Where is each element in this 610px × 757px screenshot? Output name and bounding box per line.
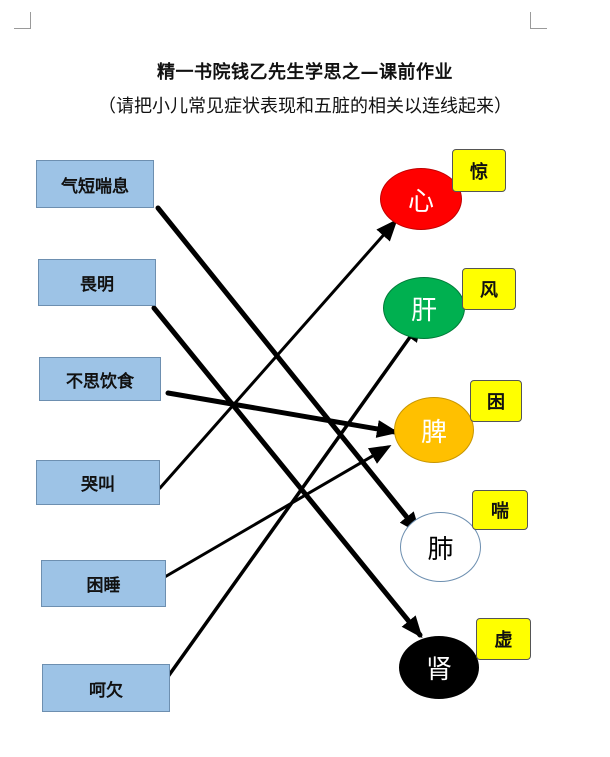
organ-label: 肺 bbox=[427, 534, 454, 565]
symptom-label: 呵欠 bbox=[89, 680, 123, 701]
symptom-label: 困睡 bbox=[86, 576, 121, 596]
organ-circle-heart[interactable]: 心 bbox=[380, 168, 462, 230]
symptom-box-0[interactable]: 气短喘息 bbox=[36, 160, 154, 208]
symptom-box-2[interactable]: 不思饮食 bbox=[39, 357, 161, 401]
organ-tag-0: 惊 bbox=[452, 149, 506, 192]
organ-label: 肝 bbox=[410, 295, 437, 326]
symptom-label: 不思饮食 bbox=[66, 371, 134, 392]
connection-arrow-2-2 bbox=[165, 390, 399, 438]
symptom-box-5[interactable]: 呵欠 bbox=[42, 664, 170, 712]
connection-arrow-4-2 bbox=[161, 444, 392, 580]
organ-tag-4: 虚 bbox=[476, 618, 531, 660]
symptom-label: 畏明 bbox=[80, 275, 114, 295]
organ-label: 心 bbox=[407, 186, 434, 217]
symptom-box-1[interactable]: 畏明 bbox=[38, 259, 156, 306]
symptom-label: 哭叫 bbox=[81, 475, 115, 495]
page-corner-mark-right bbox=[530, 12, 547, 29]
organ-label: 肾 bbox=[425, 655, 452, 685]
page-subtitle: （请把小儿常见症状表现和五脏的相关以连线起来） bbox=[98, 96, 512, 117]
organ-tag-2: 困 bbox=[470, 380, 522, 422]
page-corner-mark-left bbox=[14, 12, 31, 29]
symptom-box-3[interactable]: 哭叫 bbox=[36, 460, 160, 505]
organ-circle-spleen[interactable]: 脾 bbox=[394, 397, 474, 463]
connection-arrow-3-0 bbox=[158, 219, 398, 490]
connection-arrow-1-4 bbox=[151, 305, 423, 639]
organ-tag-3: 喘 bbox=[472, 490, 528, 530]
organ-tag-1: 风 bbox=[462, 268, 516, 310]
organ-label: 脾 bbox=[420, 417, 447, 448]
page-title: 精一书院钱乙先生学思之—课前作业 bbox=[157, 62, 453, 83]
organ-circle-liver[interactable]: 肝 bbox=[383, 277, 465, 339]
connection-arrow-0-3 bbox=[155, 205, 421, 535]
organ-circle-kidney[interactable]: 肾 bbox=[399, 636, 479, 699]
symptom-label: 气短喘息 bbox=[61, 176, 129, 197]
organ-circle-lung[interactable]: 肺 bbox=[400, 512, 481, 582]
symptom-box-4[interactable]: 困睡 bbox=[41, 560, 166, 607]
connection-arrow-5-1 bbox=[165, 319, 423, 680]
